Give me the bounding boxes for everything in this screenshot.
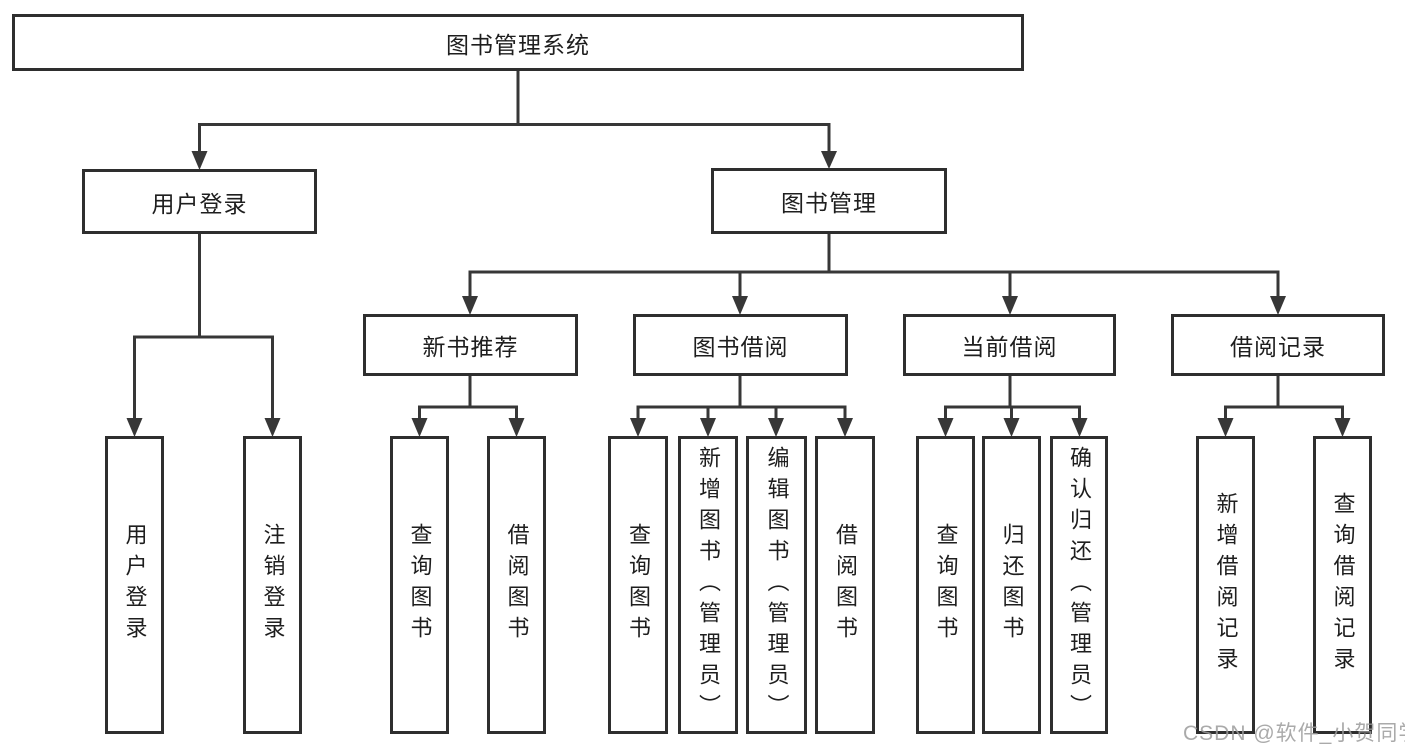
arrow-down-icon xyxy=(462,296,478,315)
leaf-query-borrow-record: 查询借阅记录 xyxy=(1313,436,1372,734)
arrow-down-icon xyxy=(1003,418,1020,437)
arrow-down-icon xyxy=(700,418,716,437)
node-current-borrow: 当前借阅 xyxy=(903,314,1116,376)
leaf-query-books-borrow-label: 查询图书 xyxy=(626,523,651,647)
leaf-logout-label: 注销登录 xyxy=(260,523,286,647)
leaf-query-books-borrow: 查询图书 xyxy=(608,436,668,734)
arrow-down-icon xyxy=(264,418,281,437)
node-new-book-recommend-label: 新书推荐 xyxy=(422,334,519,360)
csdn-watermark: CSDN @软件_小贺同学 xyxy=(1183,722,1405,745)
leaf-add-books-admin-label: 新增图书（管理员） xyxy=(696,445,721,725)
leaf-confirm-return-admin: 确认归还（管理员） xyxy=(1050,436,1108,734)
leaf-query-books-current-label: 查询图书 xyxy=(933,523,959,647)
leaf-add-books-admin: 新增图书（管理员） xyxy=(678,436,738,734)
node-book-borrow: 图书借阅 xyxy=(633,314,848,376)
leaf-query-books-recommend: 查询图书 xyxy=(390,436,449,734)
leaf-add-borrow-record-label: 新增借阅记录 xyxy=(1213,492,1239,678)
node-root-label: 图书管理系统 xyxy=(446,31,590,58)
node-new-book-recommend: 新书推荐 xyxy=(363,314,578,376)
leaf-return-books: 归还图书 xyxy=(982,436,1041,734)
arrow-down-icon xyxy=(630,418,646,437)
connector-records-branch xyxy=(1224,376,1344,420)
node-book-management-label: 图书管理 xyxy=(781,190,877,216)
arrow-down-icon xyxy=(1071,418,1088,437)
leaf-query-books-current: 查询图书 xyxy=(916,436,975,734)
node-user-login-label: 用户登录 xyxy=(151,190,248,217)
arrow-down-icon xyxy=(411,418,428,437)
leaf-borrow-books-recommend: 借阅图书 xyxy=(487,436,546,734)
leaf-borrow-books: 借阅图书 xyxy=(815,436,875,734)
leaf-user-login-label: 用户登录 xyxy=(122,523,148,647)
connector-lines xyxy=(133,70,1344,420)
arrow-down-icon xyxy=(837,418,853,437)
node-current-borrow-label: 当前借阅 xyxy=(961,334,1058,360)
node-book-management: 图书管理 xyxy=(711,168,947,234)
arrow-down-icon xyxy=(768,418,784,437)
connector-borrow-branch xyxy=(636,376,847,420)
leaf-edit-books-admin: 编辑图书（管理员） xyxy=(746,436,807,734)
connector-user-branch xyxy=(133,234,274,420)
connector-recommend-branch xyxy=(418,376,518,420)
leaf-borrow-books-recommend-label: 借阅图书 xyxy=(504,523,530,647)
arrow-down-icon xyxy=(1217,418,1234,437)
leaf-user-login: 用户登录 xyxy=(105,436,164,734)
arrow-down-icon xyxy=(191,151,208,170)
arrowhead-icons xyxy=(126,151,1351,437)
arrow-down-icon xyxy=(821,151,837,169)
connector-current-branch xyxy=(944,376,1081,420)
arrow-down-icon xyxy=(126,418,143,437)
leaf-edit-books-admin-label: 编辑图书（管理员） xyxy=(764,445,790,725)
leaf-borrow-books-label: 借阅图书 xyxy=(833,523,858,647)
leaf-logout: 注销登录 xyxy=(243,436,302,734)
node-book-borrow-label: 图书借阅 xyxy=(692,334,789,360)
leaf-confirm-return-admin-label: 确认归还（管理员） xyxy=(1067,445,1092,725)
node-borrow-records-label: 借阅记录 xyxy=(1230,334,1326,360)
node-borrow-records: 借阅记录 xyxy=(1171,314,1385,376)
leaf-query-books-recommend-label: 查询图书 xyxy=(407,523,433,647)
leaf-query-borrow-record-label: 查询借阅记录 xyxy=(1330,492,1356,678)
arrow-down-icon xyxy=(1002,296,1018,315)
leaf-return-books-label: 归还图书 xyxy=(999,523,1025,647)
arrow-down-icon xyxy=(1334,418,1351,437)
arrow-down-icon xyxy=(1270,296,1286,315)
node-user-login: 用户登录 xyxy=(82,169,317,234)
arrow-down-icon xyxy=(937,418,954,437)
connector-book-to-level3 xyxy=(468,234,1280,297)
leaf-add-borrow-record: 新增借阅记录 xyxy=(1196,436,1255,734)
connector-root-to-level2 xyxy=(198,70,831,152)
node-root: 图书管理系统 xyxy=(12,14,1024,71)
arrow-down-icon xyxy=(508,418,525,437)
arrow-down-icon xyxy=(732,296,748,315)
